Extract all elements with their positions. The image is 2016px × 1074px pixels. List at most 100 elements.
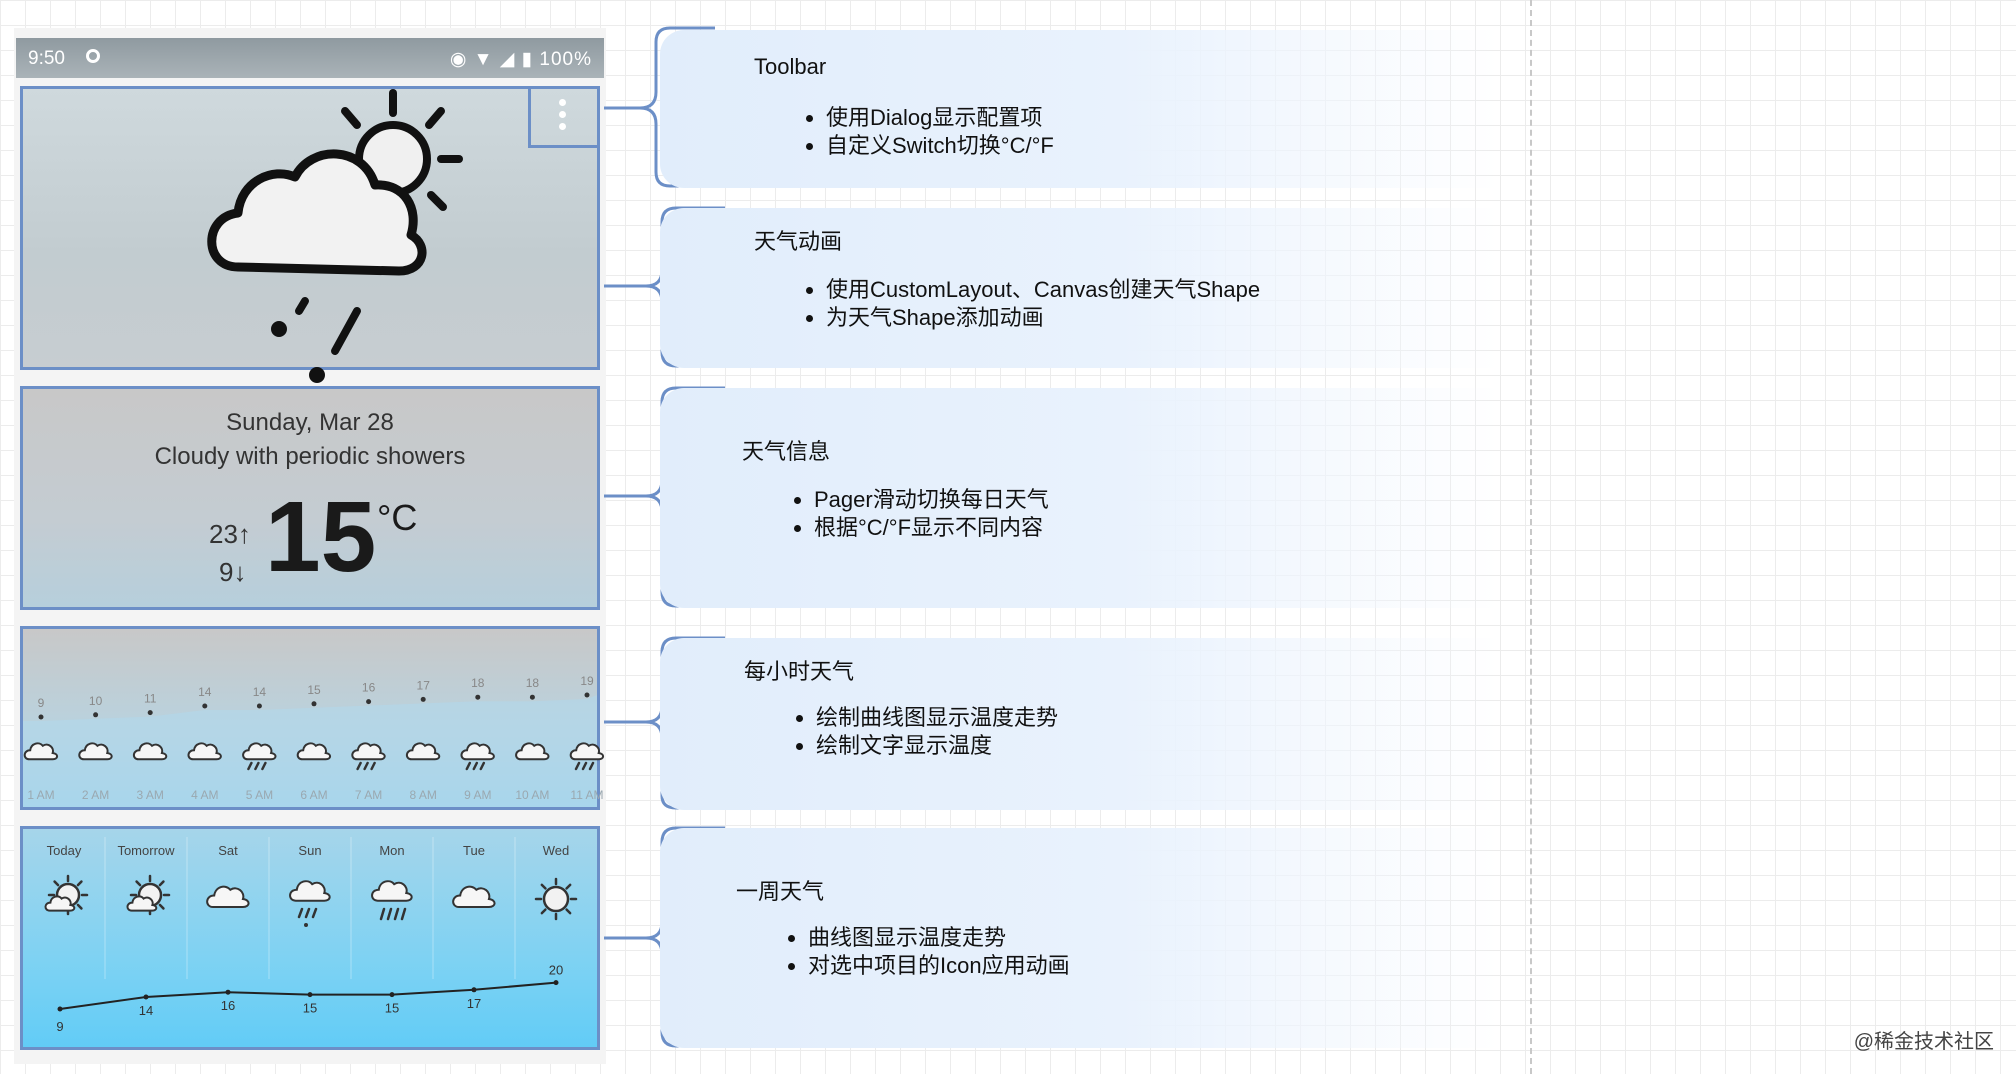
hourly-time-label: 5 AM bbox=[246, 788, 273, 802]
hourly-item[interactable]: 156 AM bbox=[296, 683, 332, 802]
low-temp: 9↓ bbox=[219, 557, 246, 588]
rain-icon bbox=[460, 742, 495, 771]
callout-toolbar: Toolbar 使用Dialog显示配置项 自定义Switch切换°C/°F bbox=[660, 30, 1500, 188]
toolbar-menu-button[interactable] bbox=[528, 86, 600, 148]
weekly-temp-label: 9 bbox=[56, 1019, 63, 1034]
weekly-day-label: Sat bbox=[218, 843, 238, 858]
callout-title: 一周天气 bbox=[736, 879, 825, 904]
weekly-day-label: Mon bbox=[379, 843, 404, 858]
callout-list: Pager滑动切换每日天气 根据°C/°F显示不同内容 bbox=[792, 486, 1049, 542]
rain-icon bbox=[242, 742, 277, 771]
cloud-icon bbox=[515, 742, 550, 761]
weekly-day-item[interactable]: Tomorrow 14 bbox=[117, 843, 175, 1018]
weekly-day-item[interactable]: Mon 15 bbox=[371, 843, 413, 1016]
callout-title: Toolbar bbox=[754, 54, 827, 79]
hourly-item[interactable]: 167 AM bbox=[351, 681, 386, 802]
cloud-icon bbox=[296, 742, 332, 761]
weekly-temp-label: 15 bbox=[385, 1001, 399, 1016]
hourly-time-label: 7 AM bbox=[355, 788, 382, 802]
hourly-temp-label: 10 bbox=[89, 694, 103, 708]
callout-list: 绘制曲线图显示温度走势 绘制文字显示温度 bbox=[794, 704, 1058, 760]
hourly-temp-label: 17 bbox=[417, 678, 431, 692]
callout-item: 为天气Shape添加动画 bbox=[826, 304, 1260, 332]
arrow-up-icon: ↑ bbox=[237, 519, 251, 549]
cloud-icon bbox=[206, 885, 250, 909]
current-temp: 15 bbox=[265, 481, 377, 593]
cloud-icon bbox=[187, 742, 222, 761]
partly-cloudy-icon bbox=[126, 874, 171, 916]
weekly-temp-label: 17 bbox=[467, 996, 481, 1011]
weekly-day-label: Sun bbox=[298, 843, 321, 858]
current-condition: Cloudy with periodic showers bbox=[154, 443, 466, 470]
hourly-point bbox=[475, 694, 481, 700]
hourly-temp-label: 18 bbox=[526, 676, 540, 690]
high-temp-value: 23 bbox=[209, 519, 238, 549]
hourly-point bbox=[202, 703, 208, 709]
weekly-day-item[interactable]: Today 9 bbox=[44, 843, 89, 1034]
hourly-item[interactable]: 18 10 AM bbox=[515, 676, 550, 802]
rain-icon bbox=[569, 742, 605, 771]
cloud-icon bbox=[78, 742, 113, 761]
callout-title: 天气信息 bbox=[742, 439, 831, 464]
callout-weather-animation: 天气动画 使用CustomLayout、Canvas创建天气Shape 为天气S… bbox=[660, 208, 1500, 368]
callout-weather-info: 天气信息 Pager滑动切换每日天气 根据°C/°F显示不同内容 bbox=[660, 388, 1500, 608]
low-temp-value: 9 bbox=[219, 557, 234, 587]
hourly-time-label: 4 AM bbox=[191, 788, 218, 802]
callout-list: 使用Dialog显示配置项 自定义Switch切换°C/°F bbox=[804, 104, 1054, 160]
callout-item: 使用Dialog显示配置项 bbox=[826, 104, 1054, 132]
hourly-point bbox=[311, 701, 317, 707]
hourly-point bbox=[256, 703, 262, 709]
weather-animation-panel bbox=[20, 86, 600, 383]
heavy-rain-icon bbox=[371, 880, 413, 921]
callout-list: 使用CustomLayout、Canvas创建天气Shape 为天气Shape添… bbox=[804, 276, 1260, 332]
hourly-time-label: 3 AM bbox=[137, 788, 164, 802]
hourly-temp-label: 15 bbox=[307, 683, 321, 697]
watermark: @稀金技术社区 bbox=[1853, 1031, 1994, 1053]
high-temp: 23↑ bbox=[209, 519, 251, 550]
cloud-icon bbox=[452, 885, 496, 909]
hourly-temp-label: 18 bbox=[471, 676, 485, 690]
connector-braces bbox=[604, 26, 725, 1048]
hourly-item[interactable]: 14 4 AM bbox=[187, 685, 222, 802]
battery-level: 100% bbox=[539, 49, 592, 70]
hourly-time-label: 1 AM bbox=[27, 788, 54, 802]
weekly-day-label: Wed bbox=[543, 843, 570, 858]
hourly-item[interactable]: 145 AM bbox=[242, 685, 277, 802]
hourly-temp-label: 14 bbox=[198, 685, 212, 699]
weekly-temp-label: 14 bbox=[139, 1003, 153, 1018]
hourly-time-label: 10 AM bbox=[515, 788, 549, 802]
cloud-icon bbox=[405, 742, 441, 761]
hourly-time-label: 2 AM bbox=[82, 788, 109, 802]
callout-item: 曲线图显示温度走势 bbox=[808, 924, 1070, 952]
weekly-point bbox=[553, 980, 559, 986]
weekly-day-label: Today bbox=[47, 843, 82, 858]
callout-item: 自定义Switch切换°C/°F bbox=[826, 132, 1054, 160]
sync-icon bbox=[86, 49, 100, 63]
hourly-point bbox=[38, 714, 44, 720]
sun-icon bbox=[534, 877, 578, 921]
weekly-day-label: Tomorrow bbox=[117, 843, 175, 858]
hourly-item[interactable]: 189 AM bbox=[460, 676, 495, 802]
status-time: 9:50 bbox=[28, 48, 65, 69]
hourly-item[interactable]: 113 AM bbox=[132, 692, 168, 802]
weekly-temp-label: 16 bbox=[221, 998, 235, 1013]
weekly-day-label: Tue bbox=[463, 843, 485, 858]
callout-item: 绘制文字显示温度 bbox=[816, 732, 1058, 760]
weekly-point bbox=[143, 994, 149, 1000]
weekly-day-item[interactable]: Sat 16 bbox=[206, 843, 250, 1013]
hourly-item[interactable]: 91 AM bbox=[23, 696, 59, 802]
hourly-chart: 91 AM 10 2 AM 113 AM 14 4 AM 145 AM 156 AM 167 A… bbox=[23, 674, 605, 807]
weekly-day-item[interactable]: Tue 17 bbox=[452, 843, 496, 1011]
current-date: Sunday, Mar 28 bbox=[226, 409, 394, 436]
hourly-item[interactable]: 10 2 AM bbox=[78, 694, 113, 802]
hourly-time-label: 8 AM bbox=[410, 788, 437, 802]
hourly-item[interactable]: 17 8 AM bbox=[405, 678, 441, 802]
hourly-point bbox=[584, 692, 590, 698]
weather-info-panel[interactable]: Sunday, Mar 28 Cloudy with periodic show… bbox=[20, 386, 600, 610]
hourly-point bbox=[93, 712, 99, 718]
